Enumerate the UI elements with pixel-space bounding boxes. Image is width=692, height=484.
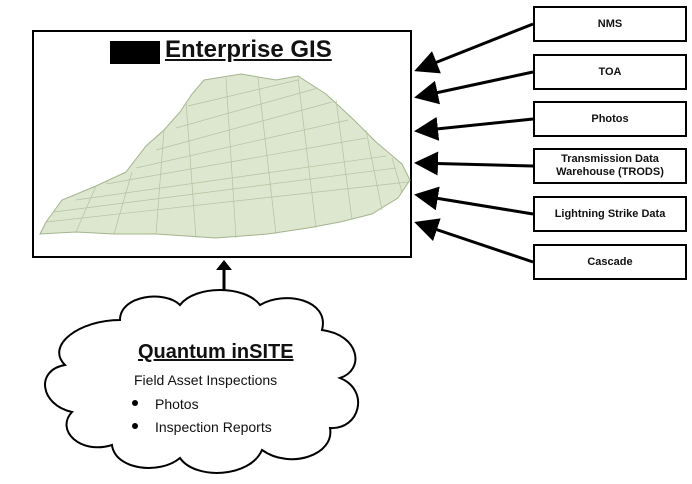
insite-bullet-inspection-reports: Inspection Reports: [132, 419, 272, 435]
state-outline: [39, 73, 411, 239]
source-box-cascade: Cascade: [533, 244, 687, 280]
source-box-nms: NMS: [533, 6, 687, 42]
source-box-photos: Photos: [533, 101, 687, 137]
county-lines: [45, 77, 409, 239]
source-box-lightning-strike-data: Lightning Strike Data: [533, 196, 687, 232]
bullet-icon: [132, 400, 138, 407]
redaction-block: [110, 41, 160, 64]
arrow-cascade: [414, 218, 534, 264]
arrow-photos: [414, 116, 534, 141]
insite-subtitle: Field Asset Inspections: [134, 372, 278, 388]
arrow-lightning: [414, 186, 534, 216]
arrow-nms: [414, 22, 534, 74]
arrow-trods: [414, 151, 534, 176]
source-box-trods: Transmission Data Warehouse (TRODS): [533, 148, 687, 184]
bullet-icon: [132, 423, 138, 430]
insite-title: Quantum inSITE: [138, 341, 294, 363]
arrow-toa: [414, 70, 534, 105]
source-box-toa: TOA: [533, 54, 687, 90]
insite-bullet-photos: Photos: [132, 396, 199, 412]
enterprise-gis-title: Enterprise GIS: [165, 36, 332, 63]
state-county-map: [39, 73, 411, 239]
